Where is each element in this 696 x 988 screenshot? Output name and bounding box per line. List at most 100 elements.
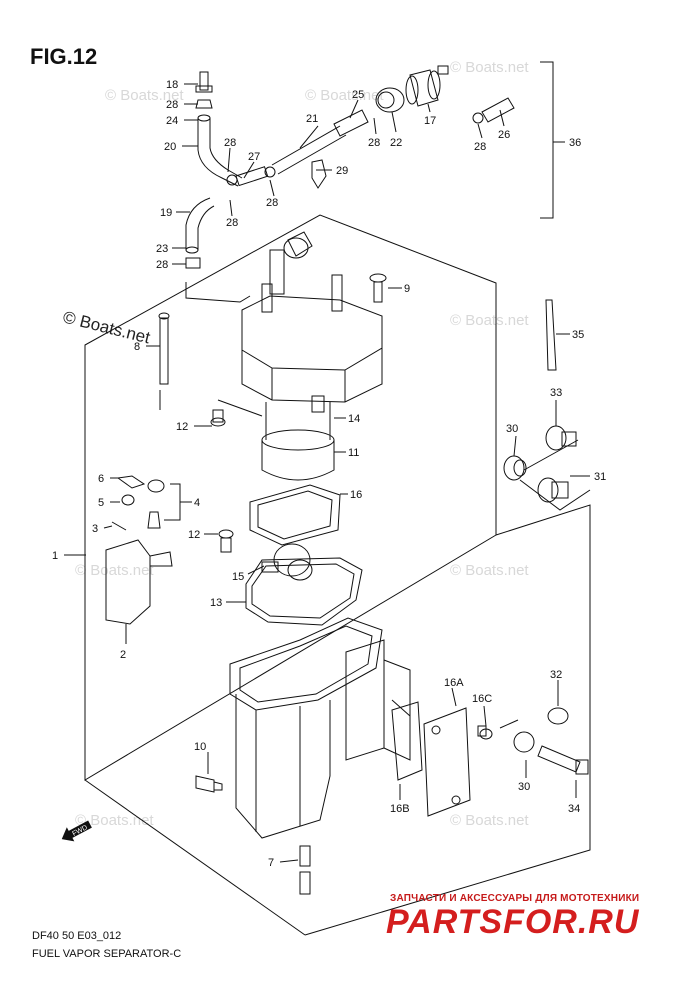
bolt-34 [537, 745, 589, 775]
callout-number: 21 [306, 113, 318, 125]
callout-number: 13 [210, 597, 222, 609]
assembly-outline [84, 214, 497, 781]
callout-number: 15 [232, 571, 244, 583]
callout-number: 19 [160, 207, 172, 219]
callout-number: 33 [550, 387, 562, 399]
callout-number: 30 [518, 781, 530, 793]
bracket-36 [540, 61, 554, 219]
cap-22 [375, 87, 405, 113]
callout-number: 11 [348, 447, 359, 459]
hose-21 [271, 125, 347, 175]
callout-number: 29 [336, 165, 348, 177]
figure-code: DF40 50 E03_012 [32, 930, 122, 942]
callout-number: 16A [444, 677, 464, 689]
callout-number: 10 [194, 741, 206, 753]
joint-27 [226, 166, 276, 187]
callout-labels: 18 28 24 20 28 27 28 21 25 28 22 17 28 2… [52, 79, 606, 869]
watermark-text: © Boats.net [75, 562, 154, 579]
callout-number: 36 [569, 137, 581, 149]
callout-number: 16 [350, 489, 362, 501]
callout-number: 8 [134, 341, 140, 353]
watermark-layer: © Boats.net © Boats.net © Boats.net © Bo… [61, 59, 529, 829]
callout-number: 17 [424, 115, 436, 127]
callout-number: 24 [166, 115, 178, 127]
grommet-30b [513, 731, 535, 753]
watermark-text: © Boats.net [450, 312, 529, 329]
callout-number: 23 [156, 243, 168, 255]
watermark-text: © Boats.net [105, 87, 184, 104]
watermark-text: © Boats.net [450, 812, 529, 829]
callout-number: 14 [348, 413, 360, 425]
filter-17 [405, 65, 449, 107]
watermark-text: © Boats.net [450, 59, 529, 76]
callout-number: 12 [176, 421, 188, 433]
grommet-33 [545, 425, 577, 451]
pump-parts [111, 475, 165, 531]
gasket-16 [249, 484, 341, 546]
main-housing [229, 617, 411, 839]
separator-cover [241, 231, 383, 403]
callout-number: 20 [164, 141, 176, 153]
hose-19 [185, 197, 215, 269]
screw-12 [210, 409, 226, 427]
float-valve-15 [261, 543, 313, 581]
callout-number: 28 [166, 99, 178, 111]
screw-9 [369, 273, 387, 303]
screw-16C [477, 725, 493, 740]
hose-20 [197, 114, 243, 187]
callout-number: 5 [98, 497, 104, 509]
callout-number: 1 [52, 550, 58, 562]
fitting-29 [311, 159, 327, 189]
callout-number: 27 [248, 151, 260, 163]
callout-number: 28 [474, 141, 486, 153]
washer-32 [547, 707, 569, 725]
brand-subtitle: ЗАПЧАСТИ И АКСЕССУАРЫ ДЛЯ МОТОТЕХНИКИ [390, 893, 640, 904]
screw-12b [218, 529, 234, 553]
clip-35 [545, 299, 557, 371]
callout-number: 28 [266, 197, 278, 209]
callout-number: 31 [594, 471, 606, 483]
callout-number: 2 [120, 649, 126, 661]
callout-number: 22 [390, 137, 402, 149]
callout-number: 28 [368, 137, 380, 149]
callout-number: 25 [352, 89, 364, 101]
callout-number: 32 [550, 669, 562, 681]
callout-number: 6 [98, 473, 104, 485]
fitting-18 [195, 71, 213, 109]
watermark-text: © Boats.net [305, 87, 384, 104]
callout-number: 9 [404, 283, 410, 295]
pump-2 [105, 539, 173, 625]
pin-7 [299, 845, 311, 895]
callout-number: 3 [92, 523, 98, 535]
watermark-text: © Boats.net [75, 812, 154, 829]
grommet-31 [537, 477, 569, 503]
plate-16B [391, 701, 423, 781]
pipe-25 [333, 109, 369, 137]
callout-number: 28 [224, 137, 236, 149]
figure-name: FUEL VAPOR SEPARATOR-C [32, 948, 182, 960]
callout-number: 4 [194, 497, 200, 509]
bolt-8 [158, 312, 170, 385]
hose-26 [472, 97, 515, 124]
watermark-text: © Boats.net [450, 562, 529, 579]
plate-16A [423, 707, 471, 817]
callout-number: 7 [268, 857, 274, 869]
callout-number: 28 [156, 259, 168, 271]
callout-number: 16B [390, 803, 410, 815]
callout-number: 16C [472, 693, 492, 705]
screw-10 [195, 775, 223, 793]
callout-number: 34 [568, 803, 580, 815]
figure-title: FIG.12 [30, 44, 98, 69]
callout-number: 30 [506, 423, 518, 435]
assembly-outline-edge [84, 779, 306, 936]
assembly-outline-edge [304, 504, 591, 936]
brand-logo: PARTSFOR.RU [386, 903, 640, 941]
callout-number: 18 [166, 79, 178, 91]
callout-number: 26 [498, 129, 510, 141]
callout-number: 35 [572, 329, 584, 341]
float-chamber-14 [261, 395, 335, 481]
grommet-30 [503, 455, 527, 481]
callout-number: 12 [188, 529, 200, 541]
